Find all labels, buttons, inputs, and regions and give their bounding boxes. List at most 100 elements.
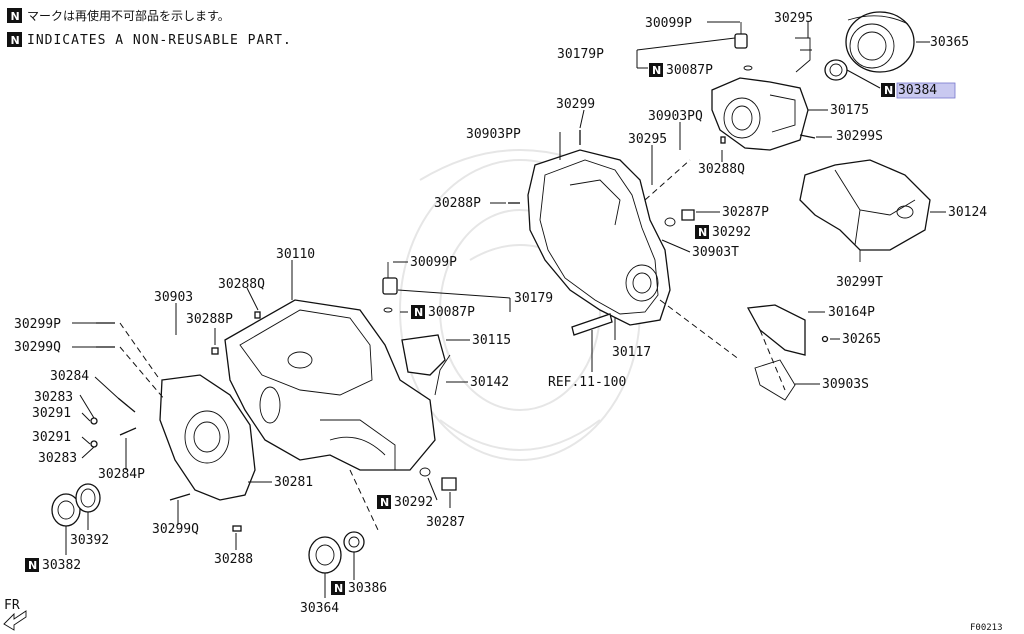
part-label-30295_mid[interactable]: 30295	[628, 132, 667, 147]
part-label-30288[interactable]: 30288	[214, 552, 253, 567]
part-label-30099P_mid[interactable]: 30099P	[410, 255, 457, 270]
part-number-text[interactable]: 30288Q	[698, 162, 745, 177]
part-number-text[interactable]: 30299Q	[152, 522, 199, 537]
part-label-30903PQ[interactable]: 30903PQ	[648, 109, 703, 124]
part-number-text[interactable]: 30903S	[822, 377, 869, 392]
part-number-text[interactable]: 30099P	[645, 16, 692, 31]
part-number-text[interactable]: 30087P	[666, 63, 713, 78]
part-number-text[interactable]: 30292	[712, 225, 751, 240]
part-number-text[interactable]: 30287P	[722, 205, 769, 220]
part-number-text[interactable]: 30299	[556, 97, 595, 112]
part-label-30299S[interactable]: 30299S	[836, 129, 883, 144]
part-label-30903T[interactable]: 30903T	[692, 245, 739, 260]
part-label-30291_b[interactable]: 30291	[32, 430, 71, 445]
part-label-30299T[interactable]: 30299T	[836, 275, 883, 290]
part-number-text[interactable]: 30284	[50, 369, 89, 384]
part-number-text[interactable]: 30087P	[428, 305, 475, 320]
part-number-text[interactable]: 30365	[930, 35, 969, 50]
part-label-30903S[interactable]: 30903S	[822, 377, 869, 392]
part-label-30392[interactable]: 30392	[70, 533, 109, 548]
part-number-text[interactable]: 30099P	[410, 255, 457, 270]
part-number-text[interactable]: 30124	[948, 205, 987, 220]
part-number-text[interactable]: 30903	[154, 290, 193, 305]
part-number-text[interactable]: 30299S	[836, 129, 883, 144]
part-number-text[interactable]: 30295	[774, 11, 813, 26]
part-label-30288P_mid[interactable]: 30288P	[434, 196, 481, 211]
part-number-text[interactable]: 30386	[348, 581, 387, 596]
part-label-30287P[interactable]: 30287P	[722, 205, 769, 220]
part-number-text[interactable]: 30295	[628, 132, 667, 147]
part-number-text[interactable]: 30291	[32, 430, 71, 445]
part-label-30124[interactable]: 30124	[948, 205, 987, 220]
part-label-30283_a[interactable]: 30283	[34, 390, 73, 405]
part-label-30117[interactable]: 30117	[612, 345, 651, 360]
part-number-text[interactable]: 30382	[42, 558, 81, 573]
part-number-text[interactable]: 30292	[394, 495, 433, 510]
part-number-text[interactable]: 30283	[38, 451, 77, 466]
part-label-30284P[interactable]: 30284P	[98, 467, 145, 482]
part-label-30299Q_left[interactable]: 30299Q	[14, 340, 61, 355]
part-label-30364[interactable]: 30364	[300, 601, 339, 616]
part-number-text[interactable]: 30364	[300, 601, 339, 616]
part-number-text[interactable]: 30903PP	[466, 127, 521, 142]
part-number-text[interactable]: 30265	[842, 332, 881, 347]
part-number-text[interactable]: 30110	[276, 247, 315, 262]
part-number-text[interactable]: 30179P	[557, 47, 604, 62]
part-number-text[interactable]: 30288P	[434, 196, 481, 211]
part-number-text[interactable]: 30299P	[14, 317, 61, 332]
part-number-text[interactable]: 30142	[470, 375, 509, 390]
part-label-30284[interactable]: 30284	[50, 369, 89, 384]
part-label-30287[interactable]: 30287	[426, 515, 465, 530]
part-label-30164P[interactable]: 30164P	[828, 305, 875, 320]
part-label-30179P[interactable]: 30179P	[557, 47, 604, 62]
part-number-text[interactable]: 30117	[612, 345, 651, 360]
part-label-30288Q_mid[interactable]: 30288Q	[218, 277, 265, 292]
part-label-30299P[interactable]: 30299P	[14, 317, 61, 332]
part-label-30288Q_top[interactable]: 30288Q	[698, 162, 745, 177]
part-label-30299_top[interactable]: 30299	[556, 97, 595, 112]
part-number-text[interactable]: 30288P	[186, 312, 233, 327]
part-label-30115[interactable]: 30115	[472, 333, 511, 348]
part-label-30903PP[interactable]: 30903PP	[466, 127, 521, 142]
part-number-text[interactable]: 30115	[472, 333, 511, 348]
part-number-text[interactable]: 30287	[426, 515, 465, 530]
part-label-30110[interactable]: 30110	[276, 247, 315, 262]
part-label-ref[interactable]: REF.11-100	[548, 375, 626, 390]
part-label-30295_top[interactable]: 30295	[774, 11, 813, 26]
part-number-text[interactable]: 30284P	[98, 467, 145, 482]
part-label-30281[interactable]: 30281	[274, 475, 313, 490]
part-number-text[interactable]: 30288Q	[218, 277, 265, 292]
part-label-30099P_top[interactable]: 30099P	[645, 16, 692, 31]
part-label-30365[interactable]: 30365	[930, 35, 969, 50]
part-number-text[interactable]: 30299Q	[14, 340, 61, 355]
part-number-text[interactable]: REF.11-100	[548, 375, 626, 390]
part-label-30265[interactable]: 30265	[842, 332, 881, 347]
part-label-30903[interactable]: 30903	[154, 290, 193, 305]
part-label-30283_b[interactable]: 30283	[38, 451, 77, 466]
part-label-30288P_left[interactable]: 30288P	[186, 312, 233, 327]
part-number-text[interactable]: 30384	[898, 83, 937, 98]
part-label-30291_a[interactable]: 30291	[32, 406, 71, 421]
part-number-text[interactable]: 30903T	[692, 245, 739, 260]
part-label-30142[interactable]: 30142	[470, 375, 509, 390]
part-number-text[interactable]: 30288	[214, 552, 253, 567]
part-label-30179[interactable]: 30179	[514, 291, 553, 306]
part-number-text[interactable]: 30299T	[836, 275, 883, 290]
part-number-text[interactable]: 30903PQ	[648, 109, 703, 124]
part-number-text[interactable]: 30179	[514, 291, 553, 306]
part-number-text[interactable]: 30291	[32, 406, 71, 421]
part-number-text[interactable]: 30281	[274, 475, 313, 490]
part-number-text[interactable]: 30392	[70, 533, 109, 548]
part-label-30299Q_bot[interactable]: 30299Q	[152, 522, 199, 537]
part-number-text[interactable]: 30283	[34, 390, 73, 405]
part-number-text[interactable]: 30164P	[828, 305, 875, 320]
part-label-30175[interactable]: 30175	[830, 103, 869, 118]
part-number-text[interactable]: 30175	[830, 103, 869, 118]
